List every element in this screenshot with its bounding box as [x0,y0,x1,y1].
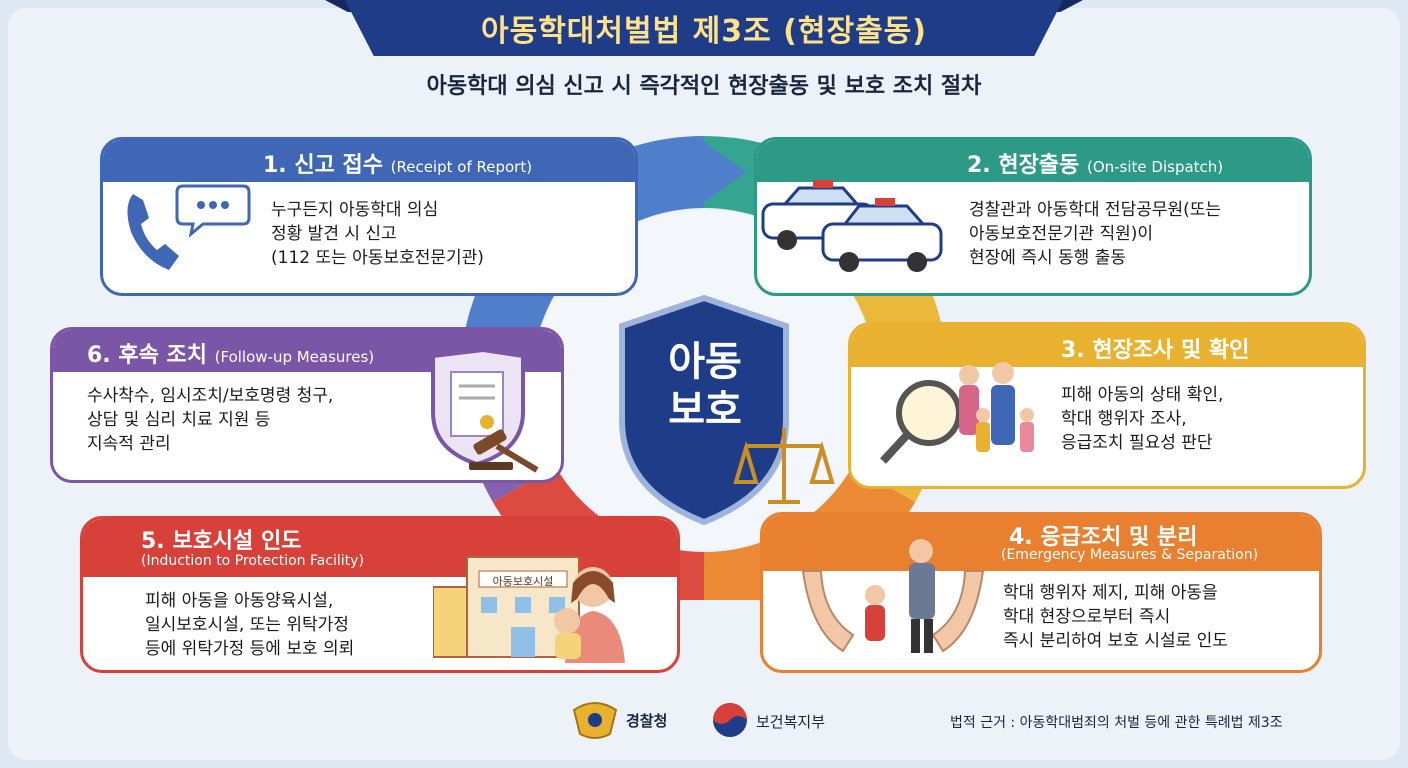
police-car-icon [761,180,943,272]
scales-of-justice-icon [733,428,835,504]
police-emblem-icon [572,702,618,739]
step-4-header [763,515,1319,571]
step-2-header [757,140,1309,182]
step-4-heading-en: (Emergency Measures & Separation) [1001,547,1259,563]
step-4-heading: 4. 응급조치 및 분리 [1009,525,1198,550]
step-1-header [103,140,635,182]
step-3-heading: 3. 현장조사 및 확인 [1061,338,1250,363]
step-1-heading: 1. 신고 접수 (Receipt of Report) [263,153,533,178]
title-ribbon [345,0,1063,56]
step-5-heading: 5. 보호시설 인도 [141,529,302,554]
step-card-5: 5. 보호시설 인도 (Induction to Protection Faci… [80,516,680,673]
facility-sign: 아동보호시설 [492,575,554,588]
protective-hands-icon [801,539,985,653]
magnifier-family-icon [880,362,1034,464]
step-6-heading: 6. 후속 조치 (Follow-up Measures) [87,343,375,368]
step-5-heading-en: (Induction to Protection Facility) [141,553,364,569]
step-3-header [851,325,1363,367]
caregiver-child-icon [554,567,625,663]
step-card-1: 1. 신고 접수 (Receipt of Report) 누구든지 아동학대 의… [100,137,638,296]
chat-bubble-icon [175,184,251,238]
step-card-2: 2. 현장출동 (On-site Dispatch) 경찰관과 아동학대 전담공… [754,137,1312,296]
step-card-6: 6. 후속 조치 (Follow-up Measures) 수사착수, 임시조치… [50,327,564,483]
ring-arrow-head [696,136,746,208]
document-gavel-icon [431,347,539,473]
legal-basis-note: 법적 근거 : 아동학대범죄의 처벌 등에 관한 특례법 제3조 [950,715,1283,731]
step-card-3: 3. 현장조사 및 확인 피해 아동의 상태 확인,학대 행위자 조사,응급조치… [848,322,1366,489]
step-card-4: 4. 응급조치 및 분리 (Emergency Measures & Separ… [760,512,1322,673]
page-title: 아동학대처벌법 제3조 (현장출동) [481,14,927,49]
shield-label-line2: 보호 [668,387,742,433]
ministry-emblem-icon [713,703,747,737]
ministry-label: 보건복지부 [756,713,826,731]
shield-label-line1: 아동 [668,339,742,385]
phone-icon [127,194,179,270]
page-subtitle: 아동학대 의심 신고 시 즉각적인 현장출동 및 보호 조치 절차 [426,74,982,99]
step-3-description: 피해 아동의 상태 확인,학대 행위자 조사,응급조치 필요성 판단 [1061,385,1224,453]
police-agency-label: 경찰청 [626,712,668,730]
step-2-heading: 2. 현장출동 (On-site Dispatch) [967,153,1224,178]
